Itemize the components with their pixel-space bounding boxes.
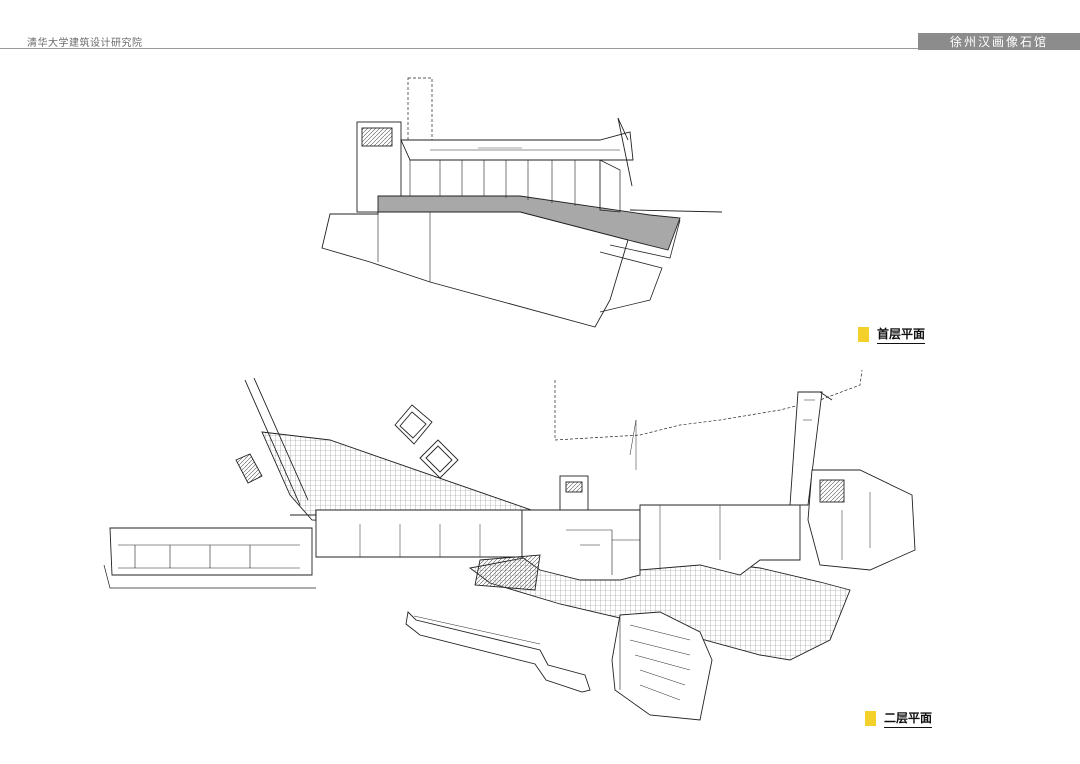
header-rule: [0, 48, 1080, 49]
legend-swatch-second: [865, 711, 876, 726]
second-floor-plan: [103, 369, 916, 721]
legend-swatch-ground: [858, 327, 869, 342]
ground-floor-legend: 首层平面: [858, 325, 926, 344]
ground-floor-plan: [321, 77, 723, 328]
second-floor-label: 二层平面: [884, 709, 933, 728]
ground-floor-label: 首层平面: [877, 325, 926, 344]
second-floor-legend: 二层平面: [865, 709, 933, 728]
project-title-tab: 徐州汉画像石馆: [918, 33, 1080, 50]
organization-name: 清华大学建筑设计研究院: [27, 38, 143, 49]
